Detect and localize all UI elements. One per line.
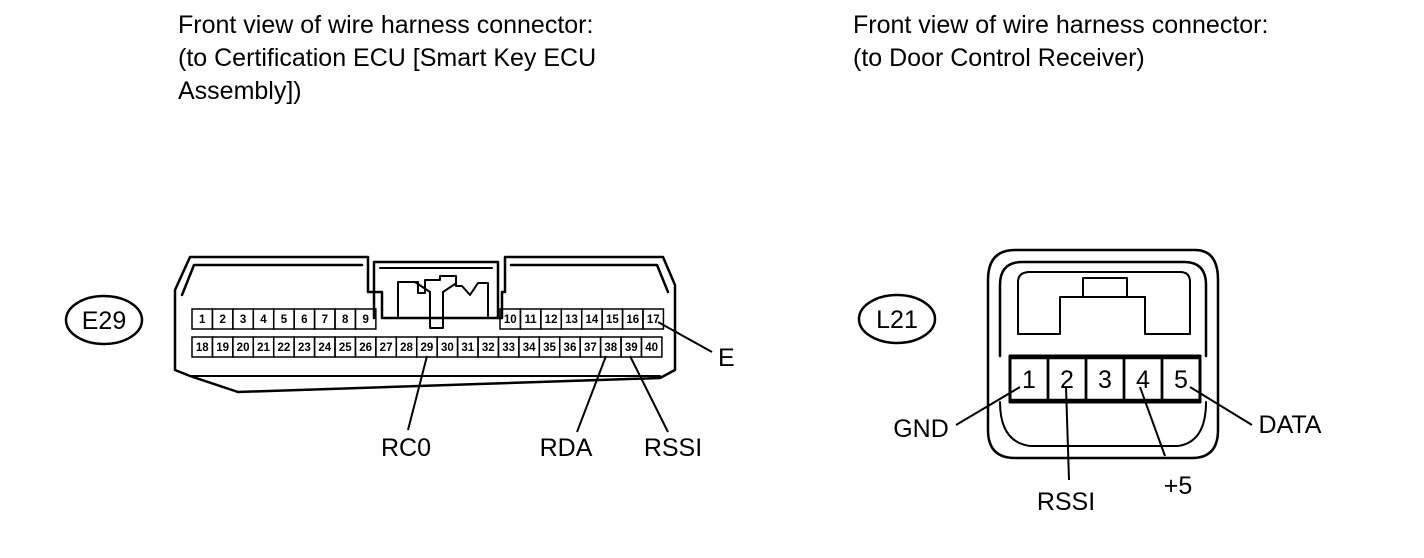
e29-pin-9-cell xyxy=(354,308,377,330)
e29-pin-14-number: 14 xyxy=(586,314,599,326)
e29-pin-33-number: 33 xyxy=(502,342,515,354)
e29-pin-25-number: 25 xyxy=(339,342,352,354)
leader-rda xyxy=(576,355,607,433)
e29-pin-18-number: 18 xyxy=(196,342,209,354)
e29-pin-9-number: 9 xyxy=(362,314,368,326)
e29-pin-40-cell xyxy=(640,336,663,358)
e29-pin-38-number: 38 xyxy=(604,342,617,354)
e29-pin-26-number: 26 xyxy=(359,342,372,354)
e29-pin-5-number: 5 xyxy=(281,314,288,326)
e29-id-label: E29 xyxy=(82,307,126,335)
leader-rssi xyxy=(629,355,669,433)
terminal-label-rssi: RSSI xyxy=(1037,488,1095,516)
e29-pin-17-number: 17 xyxy=(647,314,660,326)
l21-pin-2-number: 2 xyxy=(1060,366,1074,394)
e29-pin-32-number: 32 xyxy=(482,342,495,354)
e29-pin-10-number: 10 xyxy=(504,314,517,326)
l21-pin-5-cell xyxy=(1160,356,1202,402)
e29-pin-29-number: 29 xyxy=(421,342,434,354)
l21-pin-5-number: 5 xyxy=(1174,366,1188,394)
caption-line: Front view of wire harness connector: xyxy=(853,11,1269,39)
left-connector-caption: Front view of wire harness connector: (t… xyxy=(178,9,596,108)
e29-pin-31-number: 31 xyxy=(461,342,474,354)
e29-pin-34-number: 34 xyxy=(523,342,536,354)
e29-pin-40-number: 40 xyxy=(645,342,658,354)
l21-pin-1-number: 1 xyxy=(1022,366,1036,394)
e29-pin-13-number: 13 xyxy=(565,314,578,326)
e29-pin-6-number: 6 xyxy=(301,314,307,326)
leader-e xyxy=(657,321,713,353)
e29-pin-4-number: 4 xyxy=(260,314,267,326)
l21-pin-4-number: 4 xyxy=(1136,366,1150,394)
e29-pin-39-number: 39 xyxy=(625,342,638,354)
e29-pin-30-number: 30 xyxy=(441,342,454,354)
e29-pin-24-number: 24 xyxy=(318,342,331,354)
e29-pin-21-number: 21 xyxy=(257,342,270,354)
e29-pin-11-number: 11 xyxy=(525,314,538,326)
e29-pin-12-number: 12 xyxy=(545,314,558,326)
e29-pin-17-cell xyxy=(642,308,665,330)
right-connector-caption: Front view of wire harness connector: (t… xyxy=(853,9,1268,75)
leader-gnd xyxy=(955,386,1021,426)
terminal-label-rda: RDA xyxy=(540,434,593,462)
terminal-label-rc0: RC0 xyxy=(381,434,431,462)
e29-connector-body xyxy=(173,255,677,394)
caption-line: Front view of wire harness connector: xyxy=(178,11,594,39)
e29-pin-27-number: 27 xyxy=(380,342,393,354)
leader-rc0 xyxy=(407,355,428,431)
caption-line: (to Door Control Receiver) xyxy=(853,44,1145,72)
e29-pin-28-number: 28 xyxy=(400,342,413,354)
e29-pin-37-number: 37 xyxy=(584,342,597,354)
terminal-label-e: E xyxy=(718,344,735,372)
e29-pin-35-number: 35 xyxy=(543,342,556,354)
l21-pin-3-number: 3 xyxy=(1098,366,1112,394)
caption-line: Assembly]) xyxy=(178,77,302,105)
e29-pin-2-number: 2 xyxy=(219,314,225,326)
e29-pin-20-number: 20 xyxy=(237,342,250,354)
e29-pin-3-number: 3 xyxy=(240,314,246,326)
l21-connector-body xyxy=(986,248,1220,460)
e29-pin-16-number: 16 xyxy=(626,314,639,326)
leader-lines xyxy=(407,321,1253,481)
e29-pin-8-number: 8 xyxy=(342,314,349,326)
leader-plus5 xyxy=(1139,386,1166,457)
e29-pin-15-number: 15 xyxy=(606,314,619,326)
terminal-label-rssi: RSSI xyxy=(644,434,702,462)
terminal-label-gnd: GND xyxy=(893,415,949,443)
terminal-label-plus5: +5 xyxy=(1164,472,1193,500)
e29-pin-1-number: 1 xyxy=(199,314,206,326)
leader-data xyxy=(1189,386,1253,426)
e29-pin-19-number: 19 xyxy=(216,342,229,354)
leader-rssi-2 xyxy=(1065,386,1070,481)
e29-pin-22-number: 22 xyxy=(278,342,291,354)
e29-pin-23-number: 23 xyxy=(298,342,311,354)
l21-id-badge: L21 xyxy=(857,293,937,345)
e29-id-badge: E29 xyxy=(64,294,144,346)
e29-pin-7-number: 7 xyxy=(322,314,328,326)
l21-id-label: L21 xyxy=(876,306,918,334)
terminal-label-data: DATA xyxy=(1259,411,1322,439)
caption-line: (to Certification ECU [Smart Key ECU xyxy=(178,44,597,72)
e29-pin-36-number: 36 xyxy=(564,342,577,354)
